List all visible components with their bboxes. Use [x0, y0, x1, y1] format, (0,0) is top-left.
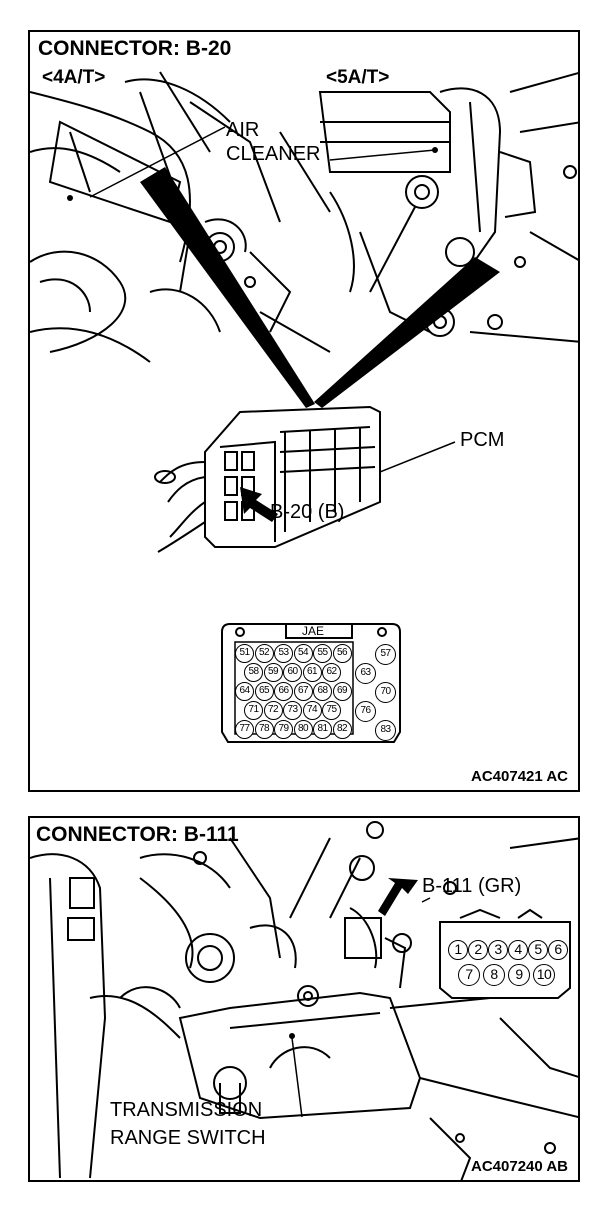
connector-pin: 66 [274, 682, 293, 701]
air-cleaner-label-line1: AIR [226, 119, 260, 141]
pointer-wedge-left [140, 167, 315, 408]
connector-pin: 83 [375, 720, 396, 741]
variant-5at-label: <5A/T> [326, 67, 390, 88]
connector-pin: 10 [533, 964, 555, 986]
connector-pin: 82 [332, 720, 352, 739]
connector-pin: 6 [548, 940, 568, 960]
connector-pin: 77 [235, 720, 254, 739]
connector-pin: 53 [274, 644, 293, 663]
b111-callout-label: B-111 (GR) [422, 875, 522, 897]
connector-b20-title: CONNECTOR: B-20 [38, 37, 232, 60]
air-cleaner-leader-right [329, 149, 436, 161]
connector-pin: 75 [322, 701, 341, 720]
connector-pin: 4 [508, 940, 528, 960]
connector-pin: 81 [313, 720, 332, 739]
connector-pin: 80 [293, 720, 313, 739]
connector-pin: 54 [293, 644, 313, 663]
connector-pin: 52 [254, 644, 274, 663]
connector-pin: 70 [375, 682, 396, 703]
connector-pin: 64 [235, 682, 254, 701]
connector-pin: 72 [263, 701, 283, 720]
connector-pin: 57 [375, 644, 396, 665]
connector-pin: 79 [274, 720, 293, 739]
connector-pin: 58 [244, 663, 263, 682]
connector-pin: 62 [322, 663, 341, 682]
connector-pin: 7 [458, 964, 480, 986]
connector-pin: 9 [508, 964, 530, 986]
connector-pin: 3 [488, 940, 508, 960]
connector-b111-title: CONNECTOR: B-111 [36, 823, 239, 846]
connector-pin: 78 [254, 720, 274, 739]
connector-pin: 76 [355, 701, 376, 722]
connector-pin: 67 [293, 682, 313, 701]
connector-pin: 1 [448, 940, 468, 960]
connector-pin: 71 [244, 701, 263, 720]
connector-pin: 56 [332, 644, 352, 663]
connector-pin: 63 [355, 663, 376, 684]
connector-pin: 60 [283, 663, 302, 682]
connector-pin: 68 [313, 682, 332, 701]
pcm-module [154, 405, 381, 553]
b111-leader [421, 897, 431, 903]
connector-pin: 65 [254, 682, 274, 701]
air-cleaner-label-line2: CLEANER [226, 143, 321, 165]
engine-bay-illustration [30, 71, 578, 743]
connector-pin: 69 [332, 682, 352, 701]
range-switch-label-line2: RANGE SWITCH [110, 1127, 266, 1149]
range-switch-leader [291, 1037, 303, 1118]
connector-pin: 5 [528, 940, 548, 960]
connector-pin: 55 [313, 644, 332, 663]
b20-arrow [240, 487, 278, 522]
jae-type-label: JAE [302, 624, 325, 638]
b20-callout-label: B-20 (B) [270, 501, 345, 523]
pcm-leader [379, 441, 456, 473]
transmission-label-line1: TRANSMISSION [110, 1099, 263, 1121]
variant-4at-label: <4A/T> [42, 67, 106, 88]
b111-arrow [378, 878, 418, 916]
pointer-wedge-right [314, 257, 500, 408]
pcm-label: PCM [460, 429, 505, 451]
figure-code-b111: AC407240 AB [471, 1158, 568, 1175]
connector-b20-panel: CONNECTOR: B-20 <4A/T> <5A/T> AIR CLEANE… [28, 30, 580, 792]
connector-pin: 2 [468, 940, 488, 960]
figure-code-b20: AC407421 AC [471, 768, 568, 785]
connector-pin: 74 [302, 701, 322, 720]
connector-pin: 73 [283, 701, 302, 720]
air-cleaner-leader-left [89, 126, 226, 198]
connector-pin: 8 [483, 964, 505, 986]
connector-pin: 51 [235, 644, 254, 663]
connector-pin: 61 [302, 663, 322, 682]
connector-pin: 59 [263, 663, 283, 682]
